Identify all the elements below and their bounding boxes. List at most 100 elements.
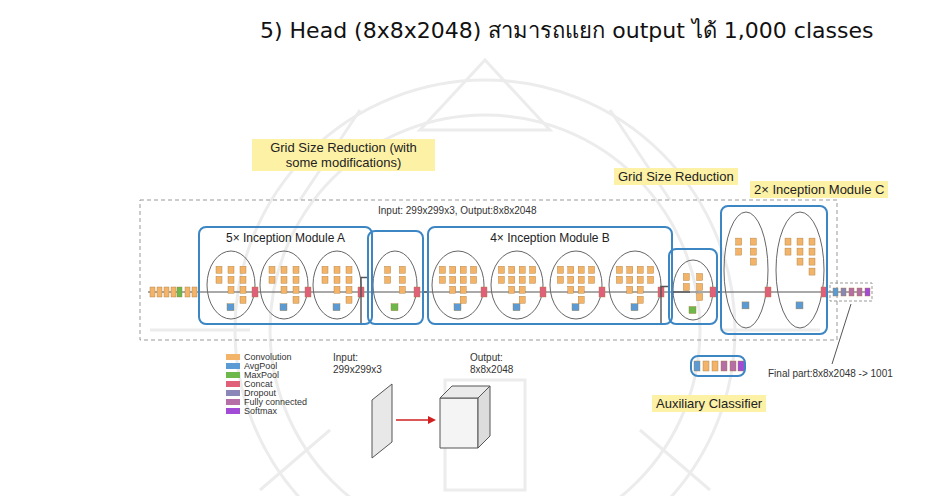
drawing-stroke xyxy=(450,286,456,293)
drawing-stroke xyxy=(396,419,428,421)
legend-text: AvgPool xyxy=(244,362,277,371)
drawing-stroke xyxy=(750,238,756,245)
drawing-stroke xyxy=(450,266,456,273)
dimension-note: Input: 299x299x3, Output:8x8x2048 xyxy=(378,205,536,217)
drawing-stroke xyxy=(530,276,536,283)
drawing-stroke xyxy=(207,251,255,319)
drawing-stroke xyxy=(322,276,328,283)
drawing-stroke xyxy=(150,287,155,297)
drawing-stroke xyxy=(673,260,713,320)
drawing-stroke xyxy=(616,276,622,283)
drawing-stroke xyxy=(216,276,222,283)
drawing-stroke xyxy=(240,286,246,293)
drawing-stroke xyxy=(750,248,756,255)
head-frame xyxy=(830,283,872,301)
drawing-stroke xyxy=(177,287,182,297)
callout-label: Grid Size Reduction (with some modificat… xyxy=(252,139,435,171)
drawing-stroke xyxy=(281,286,287,293)
drawing-stroke xyxy=(703,361,709,371)
drawing-stroke xyxy=(281,266,287,273)
drawing-stroke xyxy=(568,266,574,273)
drawing-stroke xyxy=(280,304,287,311)
drawing-stroke xyxy=(240,266,246,273)
drawing-stroke xyxy=(481,287,487,297)
legend-swatch xyxy=(226,390,240,396)
drawing-stroke xyxy=(519,276,525,283)
drawing-stroke xyxy=(460,266,466,273)
drawing-stroke xyxy=(776,212,824,328)
drawing-stroke xyxy=(460,286,466,293)
drawing-stroke xyxy=(322,266,328,273)
drawing-stroke xyxy=(450,276,456,283)
drawing-stroke xyxy=(391,304,398,311)
drawing-stroke xyxy=(509,286,515,293)
drawing-stroke xyxy=(439,276,445,283)
drawing-stroke xyxy=(293,296,299,303)
drawing-stroke xyxy=(637,276,643,283)
legend-swatch xyxy=(226,399,240,405)
drawing-stroke xyxy=(509,266,515,273)
drawing-stroke xyxy=(334,276,340,283)
drawing-stroke xyxy=(519,266,525,273)
drawing-stroke xyxy=(281,276,287,283)
drawing-stroke xyxy=(260,251,308,319)
flow-connector xyxy=(673,291,690,292)
drawing-stroke xyxy=(440,398,478,448)
drawing-stroke xyxy=(471,276,477,283)
dimension-note: Output: 8x8x2048 xyxy=(470,352,530,376)
callout-label: Auxiliary Classifier xyxy=(652,395,766,412)
drawing-stroke xyxy=(235,80,735,496)
drawing-stroke xyxy=(557,276,563,283)
drawing-stroke xyxy=(730,361,736,371)
drawing-stroke xyxy=(519,296,525,303)
drawing-stroke xyxy=(460,276,466,283)
drawing-stroke xyxy=(313,251,361,319)
drawing-stroke xyxy=(809,268,815,275)
drawing-stroke xyxy=(697,274,703,281)
drawing-stroke xyxy=(509,276,515,283)
drawing-stroke xyxy=(683,274,689,281)
module-group: 4× Inception Module B xyxy=(427,226,673,325)
drawing-stroke xyxy=(540,287,546,297)
drawing-stroke xyxy=(171,287,176,297)
drawing-stroke xyxy=(216,266,222,273)
network-frame xyxy=(140,200,837,340)
drawing-stroke xyxy=(785,248,791,255)
drawing-stroke xyxy=(334,286,340,293)
page-title: 5) Head (8x8x2048) สามารถแยก output ได้ … xyxy=(260,16,873,46)
drawing-stroke xyxy=(157,287,162,297)
legend-text: Dropout xyxy=(244,389,276,398)
drawing-stroke xyxy=(736,238,742,245)
drawing-stroke xyxy=(697,284,703,291)
drawing-stroke xyxy=(240,276,246,283)
drawing-stroke xyxy=(809,258,815,265)
drawing-stroke xyxy=(432,251,484,319)
legend-swatch xyxy=(226,372,240,378)
drawing-stroke xyxy=(346,266,352,273)
drawing-stroke xyxy=(627,266,633,273)
group-title: 4× Inception Module B xyxy=(429,231,671,245)
legend-swatch xyxy=(226,354,240,360)
drawing-stroke xyxy=(228,276,234,283)
drawing-stroke xyxy=(420,60,550,130)
callout-label: 2× Inception Module C xyxy=(750,181,888,198)
flow-connector xyxy=(661,287,668,326)
drawing-stroke xyxy=(252,287,258,297)
drawing-stroke xyxy=(724,212,768,328)
drawing-stroke xyxy=(471,266,477,273)
head-note: Final part:8x8x2048 -> 1001 xyxy=(768,368,893,380)
drawing-stroke xyxy=(578,296,584,303)
drawing-stroke xyxy=(346,296,352,303)
classifier-box: Auxiliary Classifier xyxy=(690,355,746,377)
drawing-stroke xyxy=(785,238,791,245)
drawing-stroke xyxy=(439,266,445,273)
module-group: 2× Inception Module C xyxy=(720,205,828,335)
drawing-stroke xyxy=(385,266,391,273)
drawing-stroke xyxy=(491,251,543,319)
drawing-stroke xyxy=(269,276,275,283)
drawing-stroke xyxy=(616,266,622,273)
drawing-stroke xyxy=(519,286,525,293)
legend-swatch xyxy=(226,363,240,369)
drawing-stroke xyxy=(185,287,190,297)
